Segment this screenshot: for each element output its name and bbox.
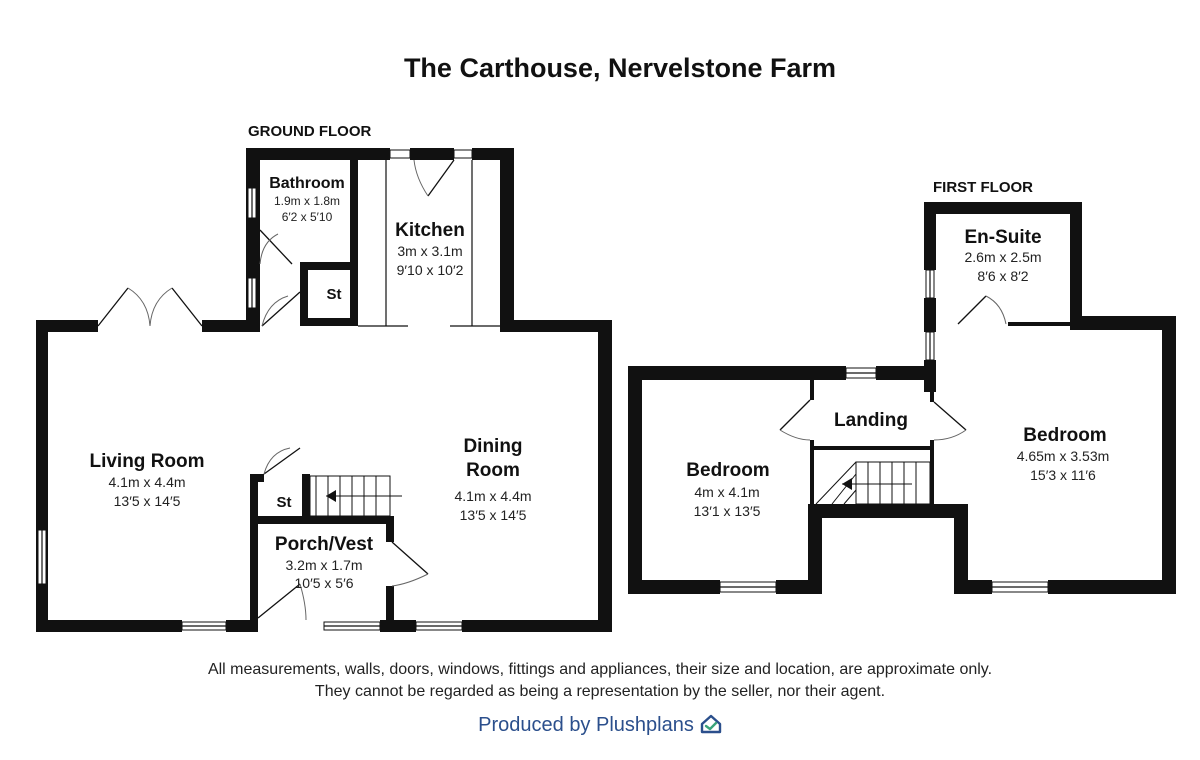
ground-floor-label: GROUND FLOOR xyxy=(248,123,371,140)
dining-room-metric: 4.1m x 4.4m xyxy=(454,488,531,504)
porch-name: Porch/Vest xyxy=(275,534,374,555)
first-floor-label: FIRST FLOOR xyxy=(933,179,1033,196)
room-en-suite: En-Suite 2.6m x 2.5m 8′6 x 8′2 xyxy=(964,227,1041,284)
first-floor: FIRST FLOOR xyxy=(628,179,1176,594)
bedroom-right-metric: 4.65m x 3.53m xyxy=(1017,448,1110,464)
room-bedroom-left: Bedroom 4m x 4.1m 13′1 x 13′5 xyxy=(686,460,769,519)
bathroom-name: Bathroom xyxy=(269,175,345,192)
plan-title: The Carthouse, Nervelstone Farm xyxy=(404,53,836,83)
floor-plan: The Carthouse, Nervelstone Farm GROUND F… xyxy=(36,53,1176,632)
en-suite-imperial: 8′6 x 8′2 xyxy=(977,268,1028,284)
room-landing: Landing xyxy=(834,410,908,431)
kitchen-name: Kitchen xyxy=(395,220,465,241)
disclaimer-line-1: All measurements, walls, doors, windows,… xyxy=(207,661,993,678)
room-store-lower: St xyxy=(277,494,292,511)
first-floor-doors xyxy=(779,295,1007,441)
ground-floor-walls xyxy=(36,148,612,632)
room-bedroom-right: Bedroom 4.65m x 3.53m 15′3 x 11′6 xyxy=(1017,425,1110,483)
ground-floor-windows xyxy=(37,149,473,631)
ground-floor: GROUND FLOOR xyxy=(36,123,612,632)
porch-imperial: 10′5 x 5′6 xyxy=(295,575,354,591)
ground-floor-stairs xyxy=(309,475,402,517)
bathroom-imperial: 6′2 x 5′10 xyxy=(282,210,333,224)
room-porch: Porch/Vest 3.2m x 1.7m 10′5 x 5′6 xyxy=(275,534,374,591)
kitchen-units xyxy=(358,160,500,327)
room-store-upper: St xyxy=(327,286,342,303)
first-floor-stairs xyxy=(815,461,931,505)
en-suite-metric: 2.6m x 2.5m xyxy=(964,249,1041,265)
credit-text: Produced by Plushplans xyxy=(478,714,694,736)
kitchen-imperial: 9′10 x 10′2 xyxy=(397,262,464,278)
dining-room-imperial: 13′5 x 14′5 xyxy=(460,507,527,523)
room-kitchen: Kitchen 3m x 3.1m 9′10 x 10′2 xyxy=(395,220,465,278)
disclaimer-line-2: They cannot be regarded as being a repre… xyxy=(314,683,886,700)
living-room-metric: 4.1m x 4.4m xyxy=(108,474,185,490)
kitchen-metric: 3m x 3.1m xyxy=(397,243,462,259)
en-suite-name: En-Suite xyxy=(964,227,1041,248)
bedroom-left-metric: 4m x 4.1m xyxy=(694,484,759,500)
bedroom-left-name: Bedroom xyxy=(686,460,769,481)
ground-floor-doors xyxy=(97,159,455,621)
living-room-name: Living Room xyxy=(89,451,204,472)
bedroom-right-name: Bedroom xyxy=(1023,425,1106,446)
bedroom-left-imperial: 13′1 x 13′5 xyxy=(694,503,761,519)
first-floor-walls xyxy=(628,202,1176,594)
dining-room-name-2: Room xyxy=(466,460,520,481)
plushplans-logo-icon xyxy=(700,714,722,740)
room-living-room: Living Room 4.1m x 4.4m 13′5 x 14′5 xyxy=(89,451,204,509)
store-lower-label: St xyxy=(277,494,292,511)
first-floor-windows xyxy=(719,269,1049,593)
living-room-imperial: 13′5 x 14′5 xyxy=(114,493,181,509)
store-upper-label: St xyxy=(327,286,342,303)
room-bathroom: Bathroom 1.9m x 1.8m 6′2 x 5′10 xyxy=(269,175,345,224)
bathroom-metric: 1.9m x 1.8m xyxy=(274,194,340,208)
landing-name: Landing xyxy=(834,410,908,431)
credit[interactable]: Produced by Plushplans xyxy=(0,714,1200,740)
porch-metric: 3.2m x 1.7m xyxy=(285,557,362,573)
bedroom-right-imperial: 15′3 x 11′6 xyxy=(1030,467,1096,483)
dining-room-name-1: Dining xyxy=(463,436,522,457)
room-dining-room: Dining Room 4.1m x 4.4m 13′5 x 14′5 xyxy=(454,436,531,523)
